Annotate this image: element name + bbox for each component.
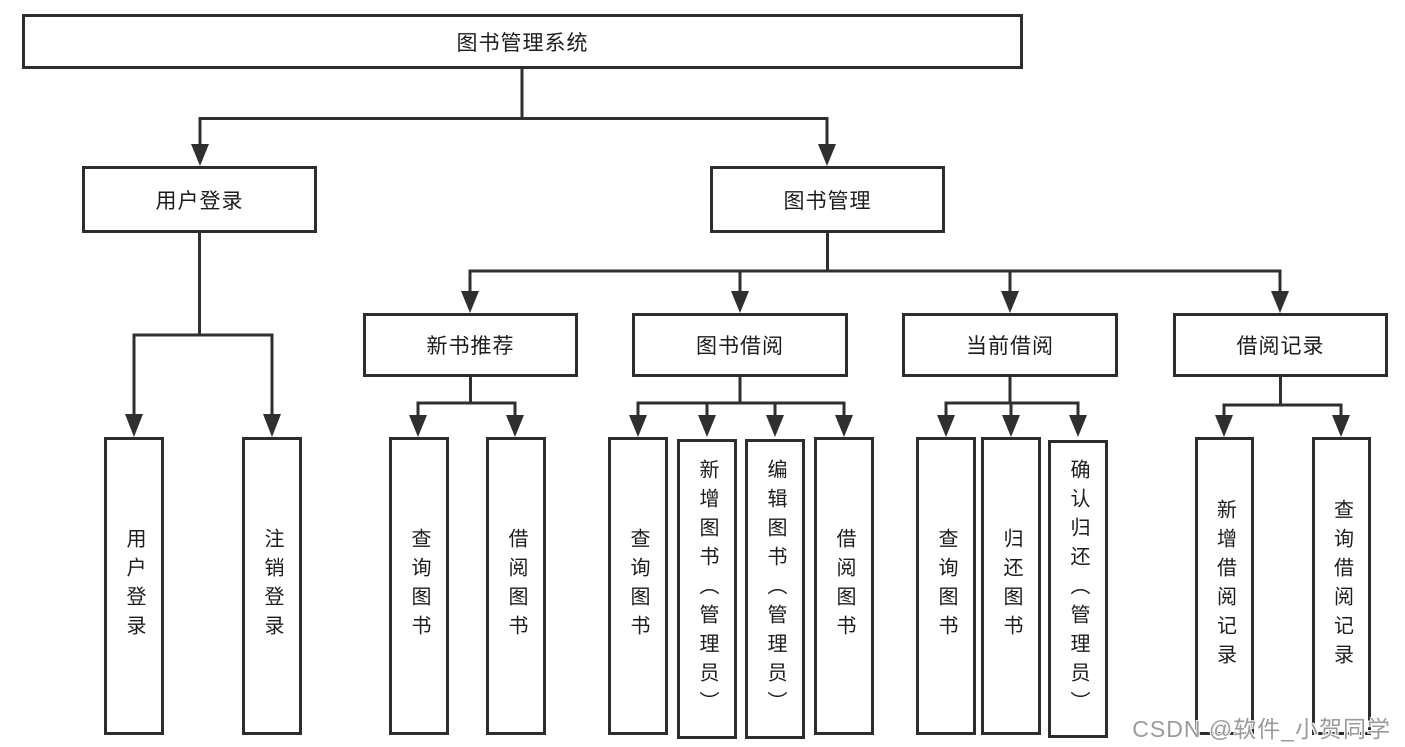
- level3-box-borrow-records: 借阅记录: [1173, 313, 1388, 377]
- leaf-box-recommend-query-book: 查询图书: [389, 437, 449, 735]
- connector-recommend-branch: [409, 377, 524, 437]
- level3-box-book-borrow: 图书借阅: [632, 313, 848, 377]
- arrow-book-manage: [818, 144, 836, 166]
- connector-root-to-level2: [191, 69, 836, 166]
- leaf-box-confirm-return-admin: 确认归还（管理员）: [1048, 440, 1108, 738]
- leaf-box-add-book-admin: 新增图书（管理员）: [677, 439, 737, 739]
- leaf-box-logout: 注销登录: [242, 437, 302, 735]
- leaf-box-recommend-borrow-book: 借阅图书: [486, 437, 546, 735]
- leaf-box-borrow-query-book: 查询图书: [608, 437, 668, 735]
- connector-user-branch: [125, 233, 281, 437]
- leaf-box-current-query-book: 查询图书: [916, 437, 976, 735]
- connector-current-branch: [937, 377, 1087, 437]
- level3-box-current-borrow: 当前借阅: [902, 313, 1118, 377]
- leaf-box-borrow-book: 借阅图书: [814, 437, 874, 735]
- leaf-box-add-borrow-record: 新增借阅记录: [1195, 437, 1254, 735]
- leaf-box-edit-book-admin: 编辑图书（管理员）: [745, 439, 805, 739]
- csdn-watermark: CSDN @软件_小贺同学: [1132, 716, 1391, 742]
- level3-box-new-book-recommend: 新书推荐: [363, 313, 578, 377]
- connector-book-branch: [461, 233, 1289, 313]
- leaf-box-query-borrow-record: 查询借阅记录: [1312, 437, 1371, 735]
- level2-box-book-manage: 图书管理: [710, 166, 945, 233]
- connector-borrow-branch: [629, 377, 853, 437]
- connector-records-branch: [1215, 377, 1350, 437]
- level2-box-user-login: 用户登录: [82, 166, 317, 233]
- arrow-user-login: [191, 144, 209, 166]
- leaf-box-user-login: 用户登录: [104, 437, 164, 735]
- leaf-box-return-book: 归还图书: [981, 437, 1041, 735]
- root-box-library-system: 图书管理系统: [22, 14, 1023, 69]
